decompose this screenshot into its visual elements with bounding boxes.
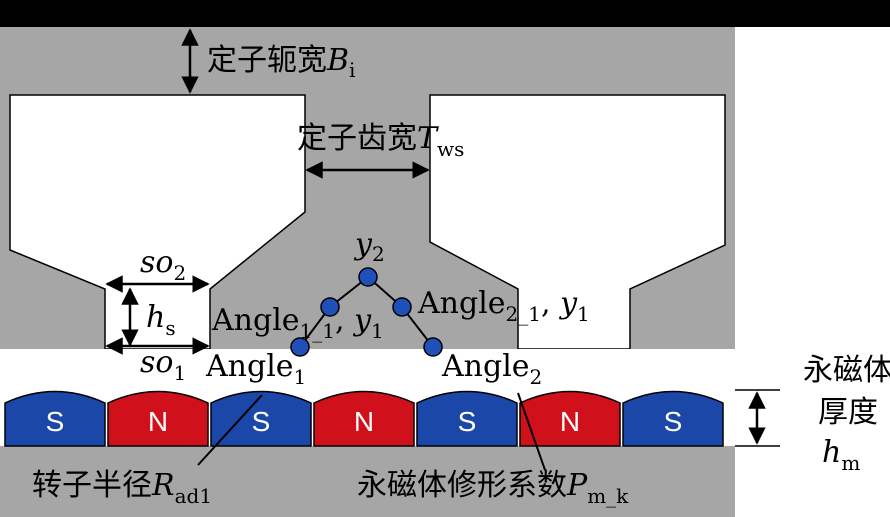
magnet-south (416, 390, 518, 447)
so2-label: so2 (140, 245, 186, 285)
angle1-1-label: Angle1_1, y1 (211, 303, 384, 343)
pm-shape-label: 永磁体修形系数Pm_k (357, 468, 629, 508)
y2-label: y2 (353, 227, 385, 266)
top-bar (0, 0, 890, 27)
magnet-label: S (664, 406, 683, 437)
rotor-radius-leader (197, 394, 263, 466)
magnet-row: S N S N S N S (4, 390, 724, 447)
angle2-label: Angle2 (441, 349, 542, 389)
magnet-south (4, 390, 106, 447)
yoke-width-label: 定子轭宽Bi (207, 43, 355, 82)
so1-label: so1 (140, 345, 186, 385)
tooth-width-label: 定子齿宽Tws (297, 121, 464, 161)
magnet-north (519, 390, 621, 447)
magnet-north (313, 390, 415, 447)
pm-shape-leader (517, 392, 546, 471)
angle2-1-label: Angle2_1, y1 (417, 286, 590, 326)
magnet-label: N (148, 406, 168, 437)
pm-thickness-line1: 永磁体 (803, 353, 890, 388)
pm-thickness-line2: 厚度 (818, 395, 878, 430)
angle1-label: Angle1 (205, 349, 306, 389)
control-point (423, 337, 443, 357)
rotor-core (0, 446, 735, 517)
control-point (320, 297, 340, 317)
control-point (392, 297, 412, 317)
magnet-north (107, 390, 209, 447)
magnet-label: N (354, 406, 374, 437)
pm-thickness-symbol: hm (822, 435, 860, 475)
control-point (358, 267, 378, 287)
rotor-radius-label: 转子半径Rad1 (32, 468, 212, 508)
magnet-south (622, 390, 724, 447)
hs-label: hs (146, 300, 176, 340)
control-point (290, 337, 310, 357)
magnet-label: N (560, 406, 580, 437)
magnet-label: S (46, 406, 65, 437)
magnet-label: S (458, 406, 477, 437)
air-gap (0, 349, 735, 394)
magnet-south (210, 390, 312, 447)
magnet-label: S (252, 406, 271, 437)
